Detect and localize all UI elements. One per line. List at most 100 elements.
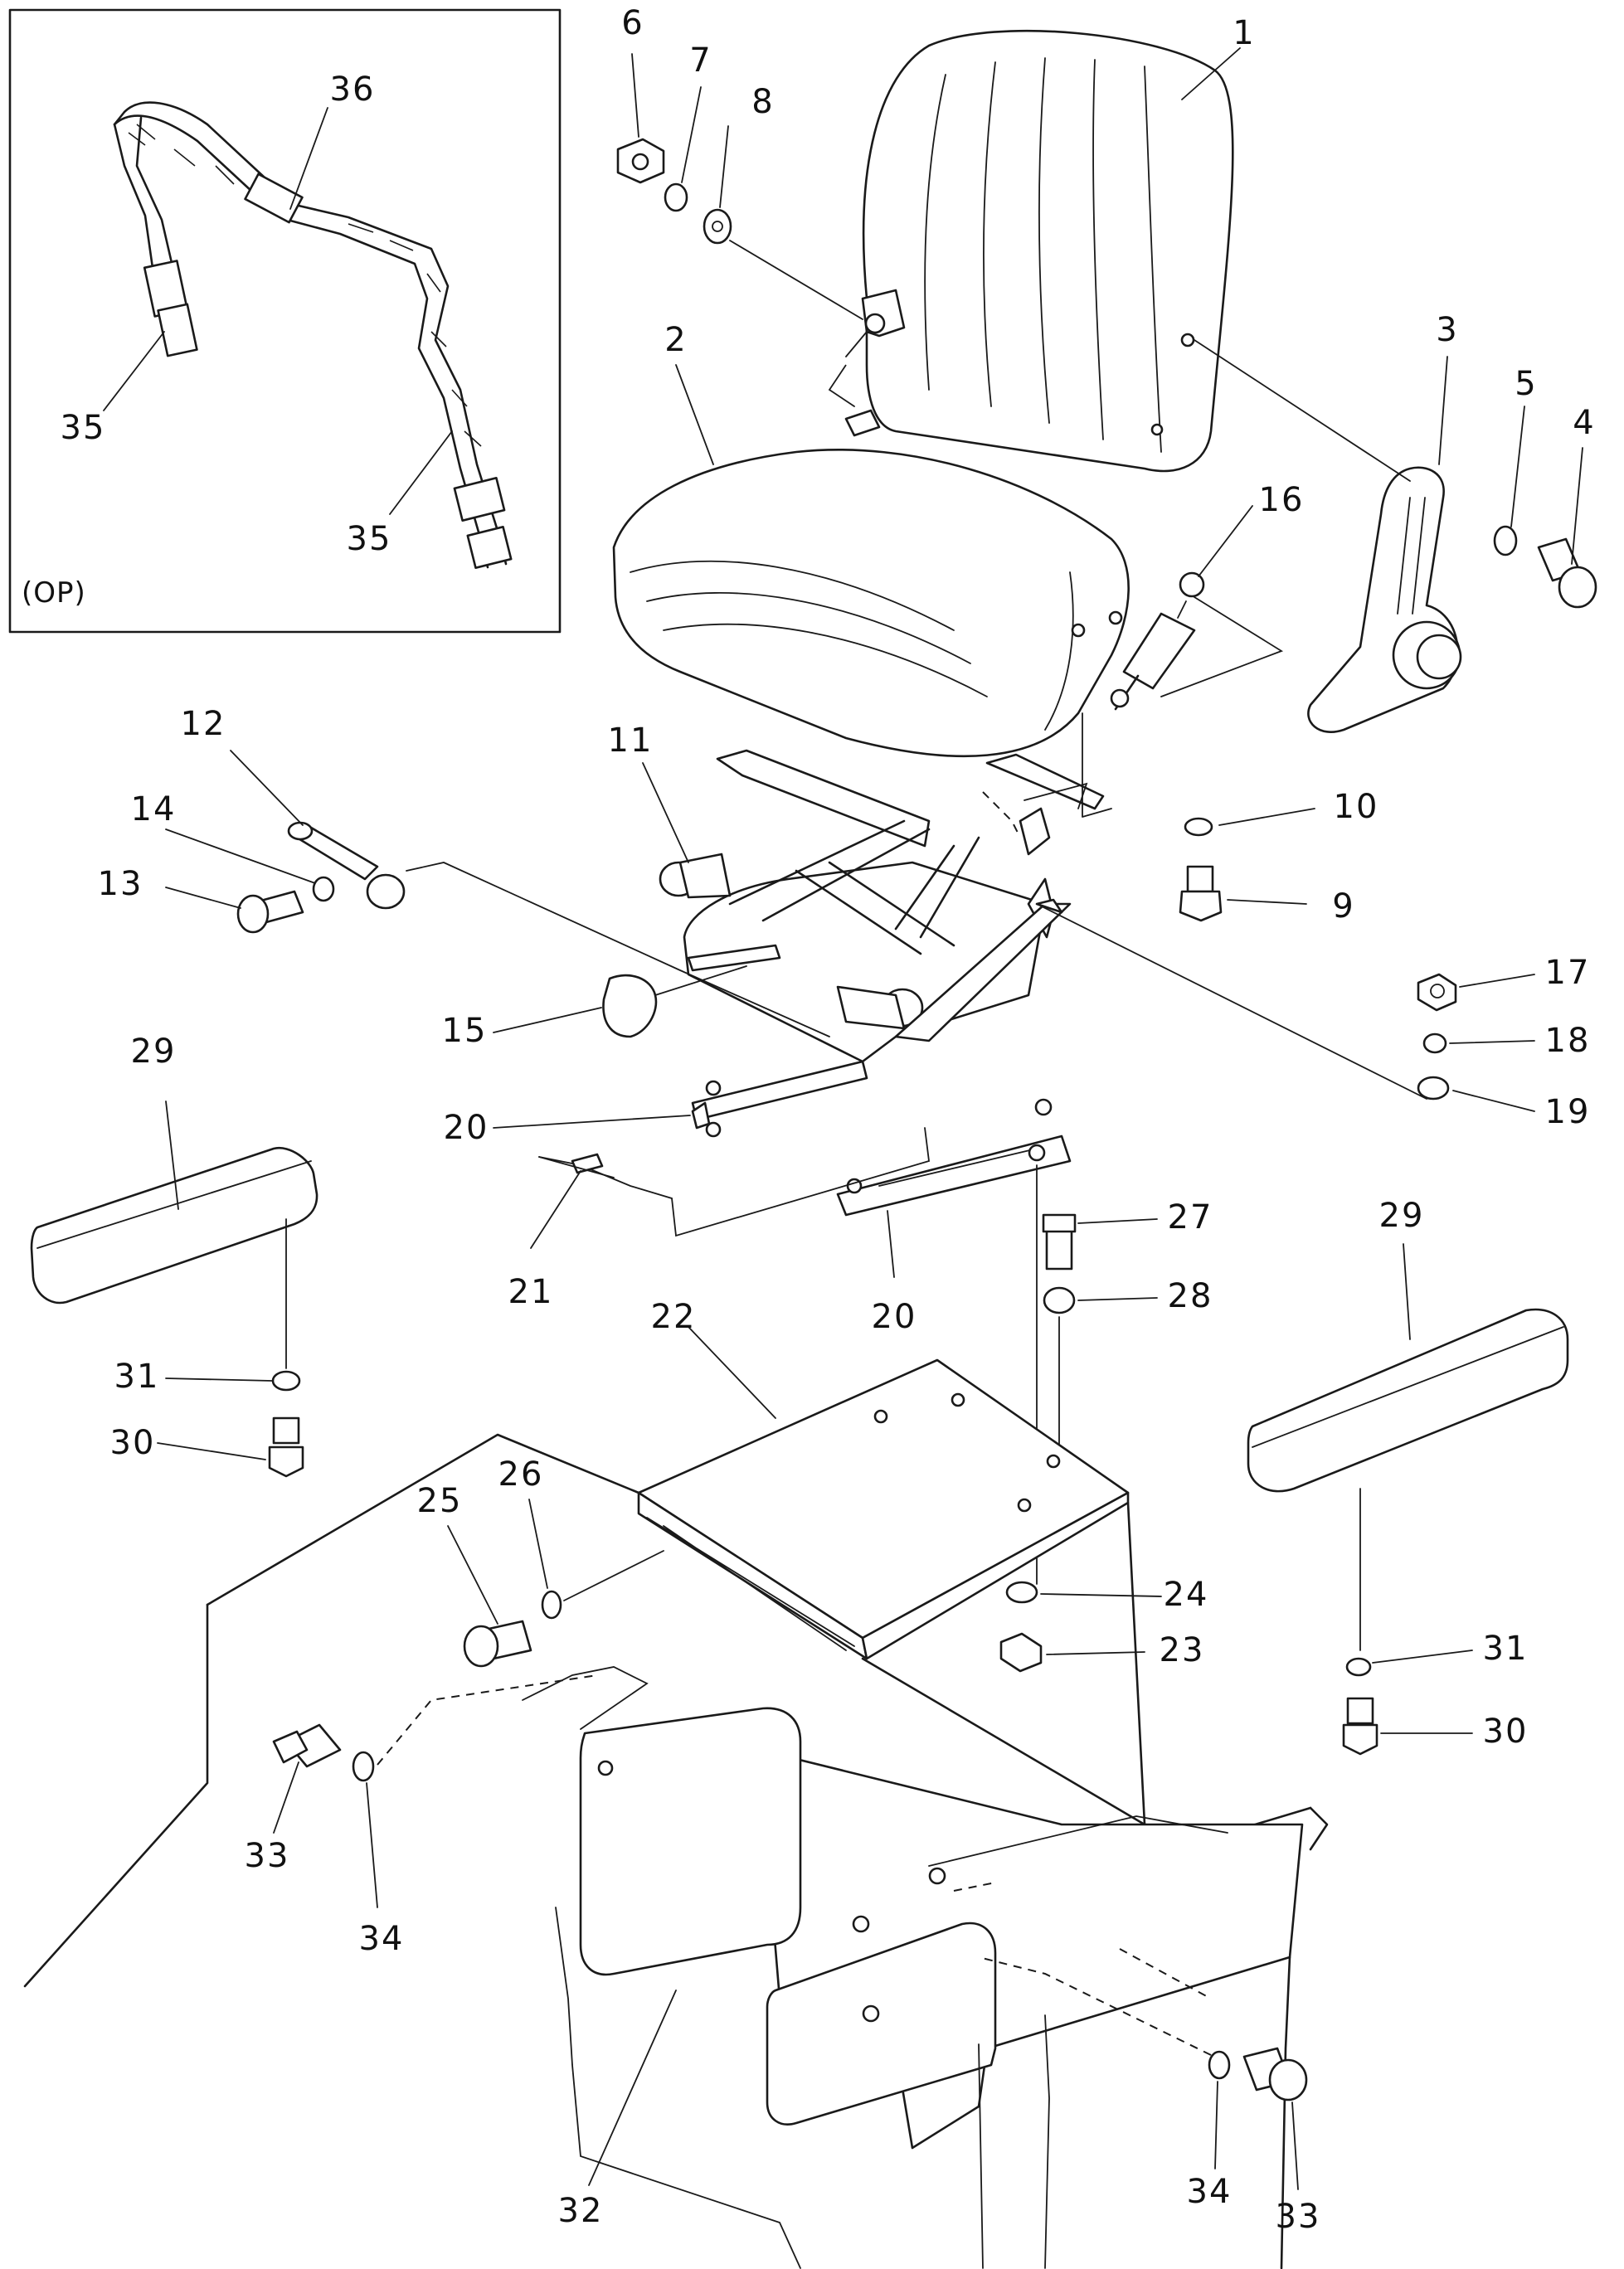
base-plate-hinge bbox=[646, 1517, 855, 1651]
backrest-hinge-bolt bbox=[864, 313, 886, 334]
base-plate-hole-2 bbox=[951, 1392, 965, 1407]
callout-7: 7 bbox=[689, 41, 712, 80]
shock-absorber bbox=[1110, 571, 1284, 711]
washer-7 bbox=[664, 182, 688, 212]
console-lower-mid bbox=[1044, 2014, 1050, 2269]
callout-20a: 20 bbox=[444, 1109, 489, 1147]
callout-19: 19 bbox=[1545, 1093, 1591, 1131]
leader-16 bbox=[1198, 505, 1253, 577]
callout-14: 14 bbox=[131, 790, 177, 828]
leader-32 bbox=[588, 1990, 677, 2186]
slide-rail-left-stud bbox=[705, 1080, 722, 1096]
bolt-30-right-shank bbox=[1346, 1697, 1374, 1725]
seat-cushion-bolt bbox=[844, 409, 881, 437]
callout-labels: 1 2 3 4 5 6 7 8 9 10 11 12 13 14 15 16 1… bbox=[61, 4, 1594, 2236]
leader-35a bbox=[103, 331, 165, 411]
bolt-13-head bbox=[236, 894, 270, 934]
console-cover-right-hole-3 bbox=[862, 2004, 880, 2023]
callout-30a: 30 bbox=[110, 1424, 156, 1462]
backrest-mount-hole-lower bbox=[1150, 423, 1164, 436]
callout-25: 25 bbox=[417, 1482, 463, 1520]
console-top-plate bbox=[928, 1815, 1228, 1867]
washer-34-left bbox=[352, 1751, 375, 1782]
belt-strap-inner bbox=[113, 114, 489, 569]
washer-34-right bbox=[1208, 2050, 1231, 2080]
knob-15 bbox=[602, 974, 658, 1038]
adjust-knob bbox=[602, 965, 747, 1038]
link-pin bbox=[687, 944, 781, 972]
leader-33b bbox=[1291, 2101, 1299, 2190]
leader-8 bbox=[719, 125, 729, 208]
hinge-guide-line bbox=[828, 331, 868, 407]
console-cover-right-hole bbox=[928, 1867, 946, 1885]
leader-30a bbox=[157, 1442, 266, 1460]
belt-left-anchor bbox=[157, 303, 198, 357]
slide-rail-right-stud bbox=[1034, 1098, 1053, 1116]
callout-31b: 31 bbox=[1483, 1630, 1529, 1668]
backrest bbox=[861, 29, 1234, 473]
washer-14 bbox=[312, 876, 335, 902]
callout-18: 18 bbox=[1545, 1022, 1591, 1060]
leader-31b bbox=[1372, 1650, 1473, 1664]
shock-body bbox=[1122, 612, 1196, 690]
leader-13 bbox=[165, 887, 241, 909]
callout-30b: 30 bbox=[1483, 1713, 1529, 1751]
leader-35b bbox=[389, 430, 453, 515]
slide-rails bbox=[538, 1060, 1072, 1237]
callout-35a: 35 bbox=[61, 409, 106, 447]
leader-29a bbox=[165, 1100, 179, 1210]
seat-cushion-pleats bbox=[630, 560, 1074, 731]
callout-29b: 29 bbox=[1379, 1197, 1425, 1235]
leader-22 bbox=[688, 1326, 776, 1419]
callout-23: 23 bbox=[1160, 1631, 1205, 1669]
console-left-wall bbox=[23, 1603, 209, 1988]
callout-35b: 35 bbox=[347, 520, 392, 558]
bolt-9-washer-10 bbox=[1082, 712, 1223, 922]
callout-32: 32 bbox=[558, 2192, 604, 2230]
leader-15 bbox=[493, 1007, 602, 1033]
callout-2: 2 bbox=[664, 321, 687, 359]
callout-33b: 33 bbox=[1276, 2198, 1321, 2236]
leader-14 bbox=[165, 828, 316, 884]
leader-4 bbox=[1571, 447, 1583, 565]
console-left-detail bbox=[522, 1666, 649, 1730]
callout-17: 17 bbox=[1545, 954, 1591, 992]
bolt-30-right-head bbox=[1342, 1723, 1378, 1756]
bolt-9-head bbox=[1179, 890, 1223, 922]
inset-frame bbox=[8, 8, 562, 634]
leader-34a bbox=[366, 1782, 378, 1908]
right-armrest bbox=[1247, 1308, 1569, 1756]
callout-24: 24 bbox=[1164, 1576, 1209, 1614]
console-lower-mid-2 bbox=[978, 2043, 984, 2269]
callout-16: 16 bbox=[1259, 481, 1305, 519]
leader-24 bbox=[1040, 1593, 1162, 1597]
suspension-base-plate bbox=[894, 902, 1072, 1042]
leader-12 bbox=[230, 750, 304, 826]
callout-33a: 33 bbox=[245, 1837, 290, 1875]
belt-right-anchor bbox=[466, 525, 513, 570]
rail-guide-line bbox=[538, 1127, 930, 1237]
washer-10 bbox=[1184, 817, 1213, 837]
washer-24 bbox=[1005, 1581, 1038, 1604]
leader-lines bbox=[157, 47, 1583, 2190]
console-cover-left-hole bbox=[597, 1760, 614, 1776]
seat-cushion-body bbox=[612, 449, 1130, 758]
callout-27: 27 bbox=[1168, 1198, 1213, 1237]
leader-11 bbox=[642, 762, 689, 863]
seat-cushion bbox=[612, 409, 1130, 758]
callout-36: 36 bbox=[330, 70, 376, 109]
washer-19 bbox=[1417, 1076, 1450, 1100]
callout-10: 10 bbox=[1334, 788, 1379, 826]
bolt-33-left-guide bbox=[377, 1674, 598, 1766]
callout-3: 3 bbox=[1436, 311, 1458, 349]
belt-buckle bbox=[244, 172, 304, 224]
bolt-33-left-head bbox=[272, 1730, 309, 1764]
leader-10 bbox=[1218, 808, 1315, 826]
base-plate-hole-3 bbox=[1046, 1454, 1061, 1469]
callout-1: 1 bbox=[1233, 14, 1255, 52]
console-cover-right-hole-2 bbox=[852, 1915, 870, 1933]
console-cover-right bbox=[766, 1922, 997, 2126]
link-rod-eye bbox=[366, 873, 406, 910]
slide-rail-left-stud-2 bbox=[705, 1121, 722, 1138]
leader-2 bbox=[675, 364, 714, 465]
